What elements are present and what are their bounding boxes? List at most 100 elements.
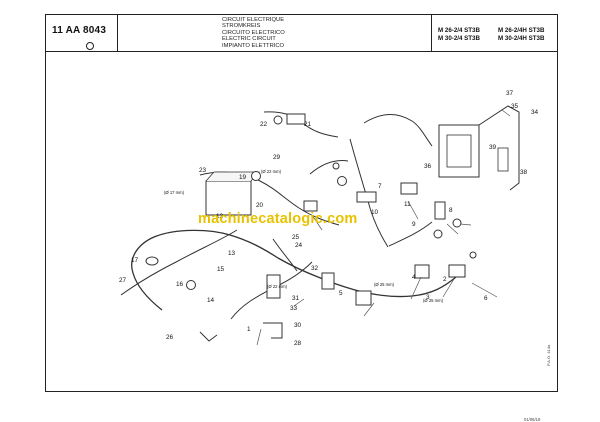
harness-branch-2 bbox=[120, 229, 238, 296]
leader-1 bbox=[256, 328, 262, 346]
title-block-titles: CIRCUIT ELECTRIQUE STROMKREIS CIRCUITO E… bbox=[222, 17, 316, 51]
callout-7: 7 bbox=[378, 183, 382, 190]
bottom-bracket bbox=[263, 322, 283, 339]
callout-13: 13 bbox=[228, 250, 236, 257]
doc-code: 11 AA 8043 bbox=[52, 25, 107, 36]
central-box bbox=[205, 180, 252, 216]
callout-37: 37 bbox=[506, 90, 514, 97]
ecu-box bbox=[438, 124, 480, 178]
callout-23: 23 bbox=[199, 167, 207, 174]
ecu-bracket bbox=[478, 105, 520, 191]
connector-6 bbox=[321, 272, 335, 290]
sensor-1 bbox=[251, 171, 261, 181]
callout-33: 33 bbox=[290, 305, 298, 312]
callout-19: 19 bbox=[239, 174, 247, 181]
callout-36: 36 bbox=[424, 163, 432, 170]
callout-32: 32 bbox=[311, 265, 319, 272]
sensor-7 bbox=[469, 251, 477, 259]
diameter-note-2: (Ø 17 mm) bbox=[164, 190, 185, 195]
harness-branch-6 bbox=[363, 114, 433, 147]
connector-5 bbox=[266, 274, 281, 299]
connector-8 bbox=[414, 264, 430, 279]
grommet bbox=[145, 256, 159, 266]
model-left-2: M 30-2/4 ST3B bbox=[438, 35, 480, 42]
callout-8: 8 bbox=[449, 207, 453, 214]
fuse-cap bbox=[273, 115, 283, 125]
leader-11 bbox=[311, 214, 323, 231]
leader-lines bbox=[256, 109, 511, 346]
callout-6: 6 bbox=[484, 295, 488, 302]
title-en: ELECTRIC CIRCUIT bbox=[222, 36, 276, 43]
connector-4 bbox=[434, 201, 446, 220]
callout-24: 24 bbox=[295, 242, 303, 249]
wiring-diagram-svg bbox=[120, 105, 520, 346]
leader-9 bbox=[501, 109, 511, 117]
callout-31: 31 bbox=[292, 295, 300, 302]
fuse-holder bbox=[286, 113, 306, 125]
title-block: 11 AA 8043 CIRCUIT ELECTRIQUE STROMKREIS… bbox=[46, 15, 557, 52]
sensor-4 bbox=[433, 229, 443, 239]
connector-1 bbox=[303, 200, 318, 212]
harness-branch-8 bbox=[388, 221, 433, 247]
callout-30: 30 bbox=[294, 322, 302, 329]
callout-4: 4 bbox=[412, 274, 416, 281]
connector-9 bbox=[448, 264, 466, 278]
diameter-note-3: (Ø 22 mm) bbox=[267, 284, 288, 289]
title-de: STROMKREIS bbox=[222, 23, 261, 30]
leader-7 bbox=[407, 200, 419, 220]
callout-11: 11 bbox=[404, 201, 411, 208]
bottom-clip bbox=[199, 331, 218, 342]
leader-10 bbox=[293, 298, 305, 307]
diameter-note-1: (Ø 22 mm) bbox=[261, 169, 282, 174]
leader-2 bbox=[363, 302, 375, 317]
leader-6 bbox=[446, 223, 459, 235]
diameter-note-4: (Ø 25 mm) bbox=[374, 282, 395, 287]
callout-21: 21 bbox=[304, 121, 312, 128]
callout-26: 26 bbox=[166, 334, 174, 341]
leader-4 bbox=[442, 278, 455, 298]
callout-14: 14 bbox=[207, 297, 215, 304]
callout-5: 5 bbox=[339, 290, 343, 297]
model-left-1: M 26-2/4 ST3B bbox=[438, 27, 480, 34]
main-harness-line bbox=[131, 229, 457, 311]
connector-2 bbox=[356, 191, 377, 203]
sensor-5 bbox=[337, 176, 347, 186]
pin-icon bbox=[86, 42, 94, 50]
callout-9: 9 bbox=[412, 221, 416, 228]
sensor-2 bbox=[186, 280, 196, 290]
sensor-6 bbox=[332, 162, 340, 170]
callout-2: 2 bbox=[443, 276, 447, 283]
callout-3: 3 bbox=[426, 294, 430, 301]
title-fr: CIRCUIT ELECTRIQUE bbox=[222, 17, 285, 23]
relay-block bbox=[497, 147, 509, 172]
leader-5 bbox=[471, 282, 498, 298]
ecu-inner bbox=[446, 134, 472, 168]
callout-10: 10 bbox=[371, 209, 379, 216]
harness-branch-9 bbox=[272, 238, 298, 272]
exploded-wiring-diagram: 1 2 3 4 5 6 7 8 9 10 11 12 13 14 15 16 1… bbox=[46, 51, 559, 422]
callout-22: 22 bbox=[260, 121, 268, 128]
connector-7 bbox=[355, 290, 372, 306]
leader-8 bbox=[459, 223, 472, 226]
sensor-3 bbox=[452, 218, 462, 228]
connector-3 bbox=[400, 182, 418, 195]
callout-29: 29 bbox=[273, 154, 281, 161]
model-block: M 26-2/4 ST3B M 30-2/4 ST3B M 26-2/4H ST… bbox=[431, 15, 559, 51]
callout-34: 34 bbox=[531, 109, 539, 116]
side-reference: P.A.O. 414a bbox=[546, 344, 551, 366]
callout-17: 17 bbox=[131, 257, 139, 264]
callout-25: 25 bbox=[292, 234, 300, 241]
model-right-1: M 26-2/4H ST3B bbox=[498, 27, 545, 34]
callout-28: 28 bbox=[294, 340, 302, 347]
callout-39: 39 bbox=[489, 144, 497, 151]
callout-20: 20 bbox=[256, 202, 264, 209]
leader-3 bbox=[410, 276, 422, 300]
harness-branch-7 bbox=[309, 160, 349, 175]
title-es: CIRCUITO ELECTRICO bbox=[222, 29, 285, 36]
drawing-sheet: 11 AA 8043 CIRCUIT ELECTRIQUE STROMKREIS… bbox=[45, 14, 559, 422]
callout-38: 38 bbox=[520, 169, 528, 176]
title-it: IMPIANTO ELETTRICO bbox=[222, 42, 285, 49]
date-reference: 01/06/19 bbox=[524, 417, 541, 422]
doc-code-box: 11 AA 8043 bbox=[46, 15, 118, 51]
model-right-2: M 30-2/4H ST3B bbox=[498, 35, 545, 42]
